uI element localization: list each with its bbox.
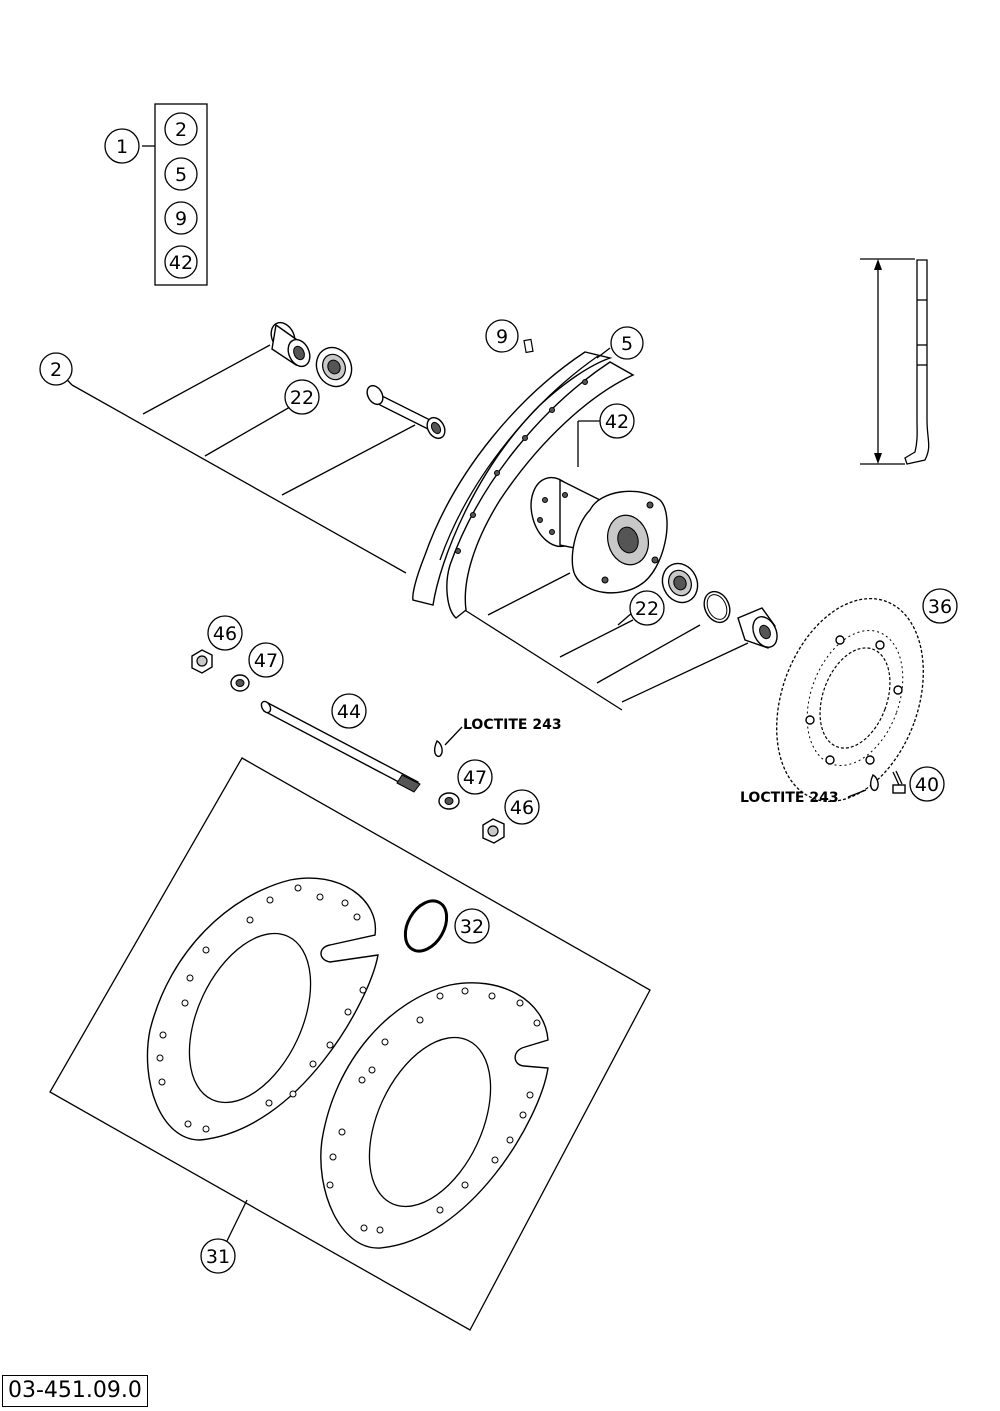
nut-upper[interactable] xyxy=(191,649,213,674)
svg-text:2: 2 xyxy=(175,119,187,141)
svg-text:47: 47 xyxy=(463,767,487,789)
svg-text:44: 44 xyxy=(337,701,361,723)
kit-item-42[interactable]: 42 xyxy=(164,245,198,279)
axle-part[interactable] xyxy=(260,700,421,793)
svg-text:42: 42 xyxy=(169,252,193,274)
document-code: 03-451.09.0 xyxy=(2,1375,148,1407)
bearing-upper[interactable] xyxy=(310,342,358,393)
kit-group: 1 2 5 9 42 xyxy=(104,103,208,286)
kit-label: 1 xyxy=(116,136,128,158)
svg-text:9: 9 xyxy=(496,326,508,348)
svg-text:5: 5 xyxy=(621,333,633,355)
loctite-note-disc: LOCTITE 243 xyxy=(740,790,839,806)
callout-47-upper[interactable]: 47 xyxy=(248,642,284,678)
spacer-lower[interactable] xyxy=(737,607,782,651)
svg-text:22: 22 xyxy=(290,387,314,409)
callout-46-upper[interactable]: 46 xyxy=(207,615,243,651)
dust-cover-kit[interactable] xyxy=(49,757,651,1331)
callout-42[interactable]: 42 xyxy=(599,403,635,439)
kit-item-2[interactable]: 2 xyxy=(164,112,198,146)
svg-text:46: 46 xyxy=(213,623,237,645)
svg-text:2: 2 xyxy=(50,359,62,381)
svg-text:32: 32 xyxy=(460,916,484,938)
callout-40[interactable]: 40 xyxy=(909,766,945,802)
seal-ring[interactable] xyxy=(699,587,734,626)
disc-bolt[interactable] xyxy=(892,770,906,794)
washer-upper[interactable] xyxy=(230,674,250,692)
loctite-note-axle: LOCTITE 243 xyxy=(463,717,562,733)
svg-text:40: 40 xyxy=(915,774,939,796)
loctite-drop-axle xyxy=(433,726,463,758)
spacer-part[interactable] xyxy=(267,319,314,370)
callout-2[interactable]: 2 xyxy=(39,352,73,386)
brake-disc[interactable] xyxy=(750,578,950,822)
svg-text:31: 31 xyxy=(206,1246,230,1268)
nut-lower[interactable] xyxy=(482,818,505,844)
svg-text:46: 46 xyxy=(510,797,534,819)
callout-44[interactable]: 44 xyxy=(331,693,367,729)
spoke-icon xyxy=(904,259,930,465)
callout-9[interactable]: 9 xyxy=(485,319,519,353)
leader-lines xyxy=(71,344,749,711)
kit-callout-1[interactable]: 1 xyxy=(104,128,140,164)
callout-5[interactable]: 5 xyxy=(610,326,644,360)
washer-lower[interactable] xyxy=(438,792,460,810)
hub-tube[interactable] xyxy=(364,383,448,442)
svg-text:47: 47 xyxy=(254,650,278,672)
loctite-drop-disc xyxy=(847,773,879,798)
svg-text:5: 5 xyxy=(175,164,187,186)
callout-22-lower[interactable]: 22 xyxy=(629,590,665,626)
callout-47-lower[interactable]: 47 xyxy=(457,759,493,795)
callout-36[interactable]: 36 xyxy=(922,588,958,624)
spoke-nipple[interactable] xyxy=(523,338,534,354)
kit-item-5[interactable]: 5 xyxy=(164,157,198,191)
callout-46-lower[interactable]: 46 xyxy=(504,789,540,825)
svg-text:22: 22 xyxy=(635,598,659,620)
rim-part[interactable] xyxy=(412,351,635,619)
circlip[interactable] xyxy=(397,894,455,959)
svg-text:36: 36 xyxy=(928,596,952,618)
bearing-lower[interactable] xyxy=(656,558,704,609)
spoke-detail xyxy=(860,258,930,465)
svg-text:9: 9 xyxy=(175,208,187,230)
callout-22-upper[interactable]: 22 xyxy=(284,379,320,415)
hub-part[interactable] xyxy=(524,472,668,594)
svg-text:42: 42 xyxy=(605,411,629,433)
kit-item-9[interactable]: 9 xyxy=(164,201,198,235)
callout-32[interactable]: 32 xyxy=(454,908,490,944)
callout-31[interactable]: 31 xyxy=(200,1238,236,1274)
